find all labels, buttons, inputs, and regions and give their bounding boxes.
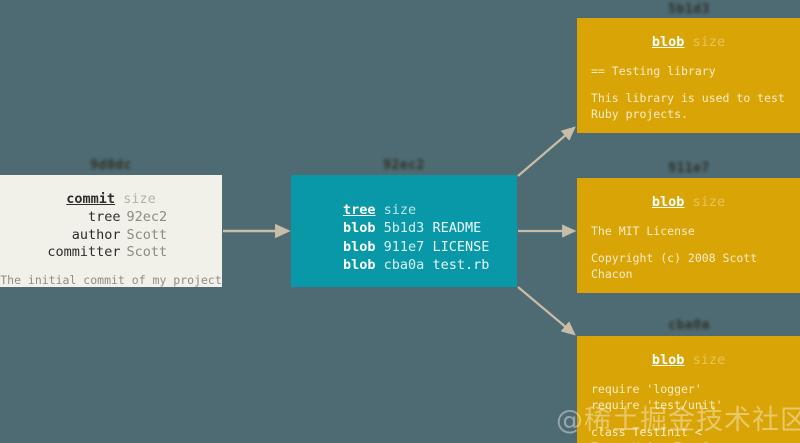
tree-entry-hash: 911e7 — [383, 238, 425, 255]
blob-content: require 'logger' require 'test/unit' cla… — [591, 382, 800, 443]
blob-paragraph: The MIT License — [591, 223, 695, 238]
tree-entry-keyword: blob — [343, 220, 376, 237]
commit-field-key: author — [71, 226, 121, 243]
commit-header: commit size — [0, 192, 222, 207]
commit-field-key: committer — [47, 244, 121, 261]
blob-keyword: blob — [651, 194, 685, 210]
tree-entry-list: tree size blob 5b1d3 README blob 911e7 L… — [343, 201, 517, 274]
commit-field-value: 92ec2 — [126, 208, 168, 225]
list-item: blob 5b1d3 README — [343, 219, 517, 237]
blob-paragraph: class TestInit < Test::Unit::TestCase — [591, 424, 729, 443]
tree-size-label: size — [383, 202, 417, 218]
tree-entry-keyword: blob — [343, 238, 376, 255]
hash-label-tree: 92ec2 — [383, 158, 425, 173]
arrow-tree-to-blob-readme — [517, 126, 576, 177]
commit-message: The initial commit of my project — [0, 273, 222, 287]
tree-entry-keyword: blob — [343, 257, 376, 274]
blob-keyword: blob — [651, 352, 685, 368]
hash-label-blob-license: 911e7 — [668, 161, 710, 176]
blob-paragraph: Copyright (c) 2008 Scott Chacon — [591, 250, 758, 281]
blob-object-box-test: blob size require 'logger' require 'test… — [577, 336, 800, 443]
hash-label-blob-test: cba0a — [668, 318, 710, 333]
commit-keyword: commit — [66, 191, 116, 207]
tree-object-box: tree size blob 5b1d3 README blob 911e7 L… — [291, 175, 517, 287]
commit-field-value: Scott — [126, 244, 168, 261]
list-item: blob cba0a test.rb — [343, 256, 517, 274]
tree-entry-hash: cba0a — [383, 257, 425, 274]
blob-header: blob size — [577, 353, 800, 368]
blob-keyword: blob — [651, 34, 685, 50]
hash-label-commit: 9d0dc — [90, 158, 132, 173]
table-row: author Scott — [0, 227, 222, 245]
tree-keyword: tree — [343, 202, 376, 218]
list-item: blob 911e7 LICENSE — [343, 238, 517, 256]
blob-object-box-license: blob size The MIT License Copyright (c) … — [577, 178, 800, 293]
blob-content: == Testing library This library is used … — [591, 64, 800, 123]
tree-entry-hash: 5b1d3 — [383, 220, 425, 237]
table-row: committer Scott — [0, 244, 222, 262]
blob-header: blob size — [577, 195, 800, 210]
hash-label-blob-readme: 5b1d3 — [668, 2, 710, 17]
blob-size-label: size — [692, 34, 726, 50]
blob-size-label: size — [692, 352, 726, 368]
commit-field-key: tree — [88, 208, 121, 225]
blob-paragraph: This library is used to test Ruby projec… — [591, 90, 785, 121]
blob-size-label: size — [692, 194, 726, 210]
tree-entry-name: test.rb — [432, 257, 490, 274]
blob-header: blob size — [577, 35, 800, 50]
tree-entry-name: LICENSE — [432, 238, 490, 255]
blob-paragraph: require 'logger' require 'test/unit' — [591, 381, 723, 412]
commit-field-value: Scott — [126, 226, 168, 243]
commit-fields-table: tree 92ec2 author Scott committer Scott — [0, 209, 222, 262]
blob-content: The MIT License Copyright (c) 2008 Scott… — [591, 224, 800, 293]
tree-entry-name: README — [432, 220, 482, 237]
list-item: tree size — [343, 201, 517, 219]
table-row: tree 92ec2 — [0, 209, 222, 227]
blob-object-box-readme: blob size == Testing library This librar… — [577, 18, 800, 133]
arrow-tree-to-blob-test — [517, 286, 576, 336]
commit-size-label: size — [123, 191, 156, 207]
commit-object-box: commit size tree 92ec2 author Scott comm… — [0, 175, 222, 287]
blob-paragraph: == Testing library — [591, 63, 716, 78]
